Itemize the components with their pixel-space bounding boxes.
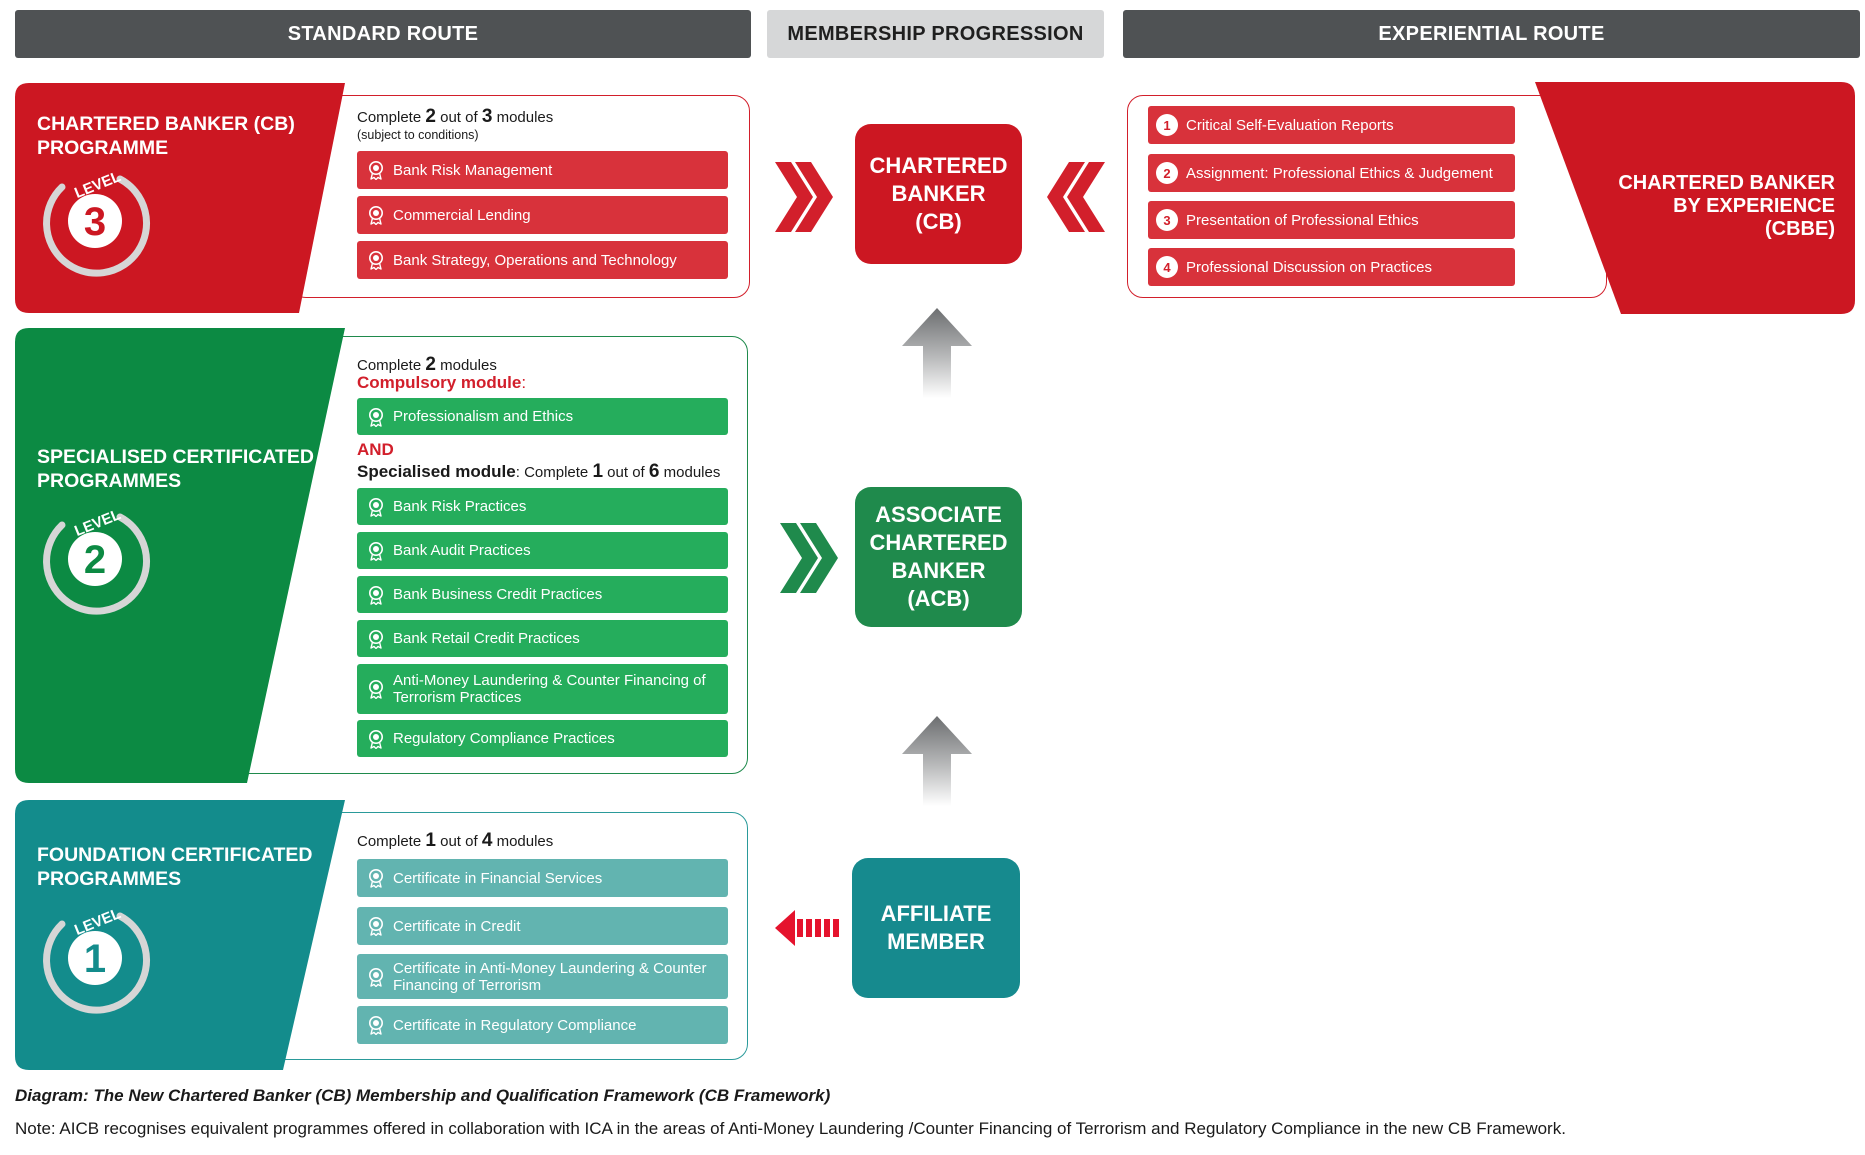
diagram-note: Note: AICB recognises equivalent program… — [15, 1119, 1566, 1138]
up-arrow-icon — [902, 716, 972, 806]
level2-specialised-requirement: Specialised module: Complete 1 out of 6 … — [357, 461, 721, 482]
level2-badge: 2 LEVEL — [43, 506, 151, 615]
level1-number: 1 — [84, 937, 106, 981]
award-icon — [366, 160, 386, 180]
award-icon — [366, 1015, 386, 1035]
award-icon — [366, 729, 386, 749]
level1-module-item: Certificate in Regulatory Compliance — [357, 1006, 728, 1044]
level3-band — [15, 83, 345, 313]
step-number-badge: 1 — [1156, 114, 1178, 136]
step-number-badge: 2 — [1156, 162, 1178, 184]
award-icon — [366, 916, 386, 936]
award-icon — [366, 679, 386, 699]
level2-and-label: AND — [357, 440, 394, 459]
level1-band — [15, 800, 345, 1070]
level1-module-item: Certificate in Anti-Money Laundering & C… — [357, 954, 728, 999]
chevron-right-icon — [780, 523, 838, 593]
award-icon — [366, 205, 386, 225]
level2-number: 2 — [84, 538, 106, 582]
level3-module-item: Bank Risk Management — [357, 151, 728, 189]
level3-requirement: Complete 2 out of 3 modules — [357, 106, 554, 127]
header-membership-progression: MEMBERSHIP PROGRESSION — [767, 10, 1104, 58]
level2-module-item: Bank Retail Credit Practices — [357, 620, 728, 657]
award-icon — [366, 407, 386, 427]
experiential-band — [1535, 82, 1855, 314]
chevron-left-icon — [1047, 162, 1105, 232]
up-arrow-icon — [902, 308, 972, 398]
dashed-left-arrow-icon — [775, 910, 839, 946]
level3-badge: 3 LEVEL — [43, 168, 151, 277]
level3-title: CHARTERED BANKER (CB)PROGRAMME — [37, 113, 295, 159]
award-icon — [366, 967, 386, 987]
diagram-caption: Diagram: The New Chartered Banker (CB) M… — [15, 1086, 831, 1105]
level3-module-item: Bank Strategy, Operations and Technology — [357, 241, 728, 279]
award-icon — [366, 497, 386, 517]
step-number-badge: 4 — [1156, 256, 1178, 278]
level2-module-item: Regulatory Compliance Practices — [357, 720, 728, 757]
header-experiential-route: EXPERIENTIAL ROUTE — [1123, 10, 1860, 58]
level1-badge: 1 LEVEL — [43, 905, 151, 1014]
level2-module-item: Anti-Money Laundering & Counter Financin… — [357, 664, 728, 714]
level2-module-item: Bank Risk Practices — [357, 488, 728, 525]
step-number-badge: 3 — [1156, 209, 1178, 231]
level3-module-item: Commercial Lending — [357, 196, 728, 234]
header-standard-route: STANDARD ROUTE — [15, 10, 751, 58]
level3-requirement-note: (subject to conditions) — [357, 128, 479, 142]
level2-module-item: Bank Business Credit Practices — [357, 576, 728, 613]
level2-compulsory-label: Compulsory module: — [357, 373, 527, 392]
level2-module-item: Bank Audit Practices — [357, 532, 728, 569]
award-icon — [366, 868, 386, 888]
level1-requirement: Complete 1 out of 4 modules — [357, 830, 554, 851]
award-icon — [366, 541, 386, 561]
level2-requirement: Complete 2 modules — [357, 354, 497, 375]
chevron-right-icon — [775, 162, 833, 232]
award-icon — [366, 250, 386, 270]
level2-band — [15, 328, 345, 783]
award-icon — [366, 585, 386, 605]
level3-number: 3 — [84, 200, 106, 244]
level1-module-item: Certificate in Financial Services — [357, 859, 728, 897]
award-icon — [366, 629, 386, 649]
level1-module-item: Certificate in Credit — [357, 907, 728, 945]
level2-compulsory-module: Professionalism and Ethics — [357, 398, 728, 435]
